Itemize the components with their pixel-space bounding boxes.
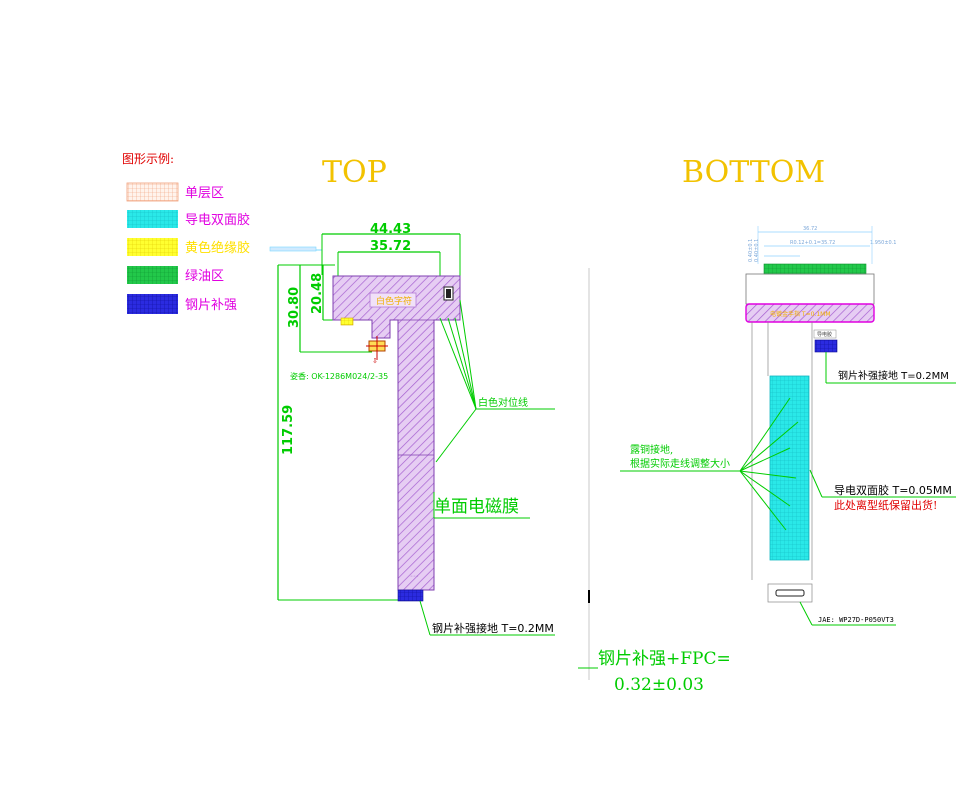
legend-label-steel-stiffener: 钢片补强 — [185, 298, 237, 313]
legend-swatch-green-oil — [127, 266, 178, 284]
bottom-head-label: 电镀金手指 T=0.1MM — [770, 310, 831, 318]
bottom-connector-leader — [799, 601, 813, 626]
dim-text-20: 20.48 — [310, 273, 325, 314]
bottom-note-stiffener: 钢片补强接地 T=0.2MM — [838, 369, 949, 382]
bottom-tape-leader — [809, 469, 823, 498]
top-yellow-tape — [340, 317, 354, 326]
bottom-note-copper-2: 根据实际走线调整大小 — [630, 457, 730, 470]
bdim-text-c: 1.950±0.1 — [870, 240, 896, 246]
top-head-component-inner — [446, 289, 451, 298]
dim-text-44: 44.43 — [370, 222, 411, 237]
bdim-side-1: 0.40±0.1 — [748, 239, 754, 262]
dim-text-117: 117.59 — [281, 405, 296, 455]
top-part-ref: 姿香: OK-1286M024/2-35 — [290, 371, 388, 381]
top-head-label-box — [369, 292, 417, 308]
top-small-label-box — [269, 246, 317, 252]
legend-swatch-single-layer — [126, 182, 179, 202]
center-section: 钢片补强+FPC= 0.32±0.03 — [578, 268, 731, 695]
bottom-copper-leaders — [620, 397, 799, 531]
top-note-stiffener: 钢片补强接地 T=0.2MM — [432, 622, 554, 635]
top-view: 44.43 35.72 117.59 30.80 20.48 白色字符 — [269, 222, 555, 636]
bdim-text-a: 36.72 — [803, 226, 817, 232]
center-note-line1: 钢片补强+FPC= — [598, 649, 731, 669]
top-note-align: 白色对位线 — [478, 396, 528, 409]
legend-label-yellow-insulation: 黄色绝缘胶 — [185, 240, 250, 256]
dim-text-35: 35.72 — [370, 239, 411, 254]
bottom-conductive-tape — [769, 375, 810, 561]
bdim-text-b: R0.12+0.1=35.72 — [790, 240, 835, 246]
bottom-outline-upper — [745, 273, 875, 305]
bottom-steel-stiffener — [814, 339, 838, 353]
bottom-note-connector: JAE: WP27D-P050VT3 — [818, 616, 894, 624]
bdim-side-2: 0.40±0.1 — [754, 239, 760, 262]
bottom-small-label: 导电胶 — [817, 331, 832, 338]
legend-label-green-oil: 绿油区 — [185, 269, 224, 284]
center-note-line2: 0.32±0.03 — [614, 675, 704, 695]
top-bottom-marker: ◦◦◦ — [410, 574, 419, 580]
bottom-heading: BOTTOM — [682, 155, 825, 190]
top-steel-stiffener — [397, 589, 424, 602]
bottom-green-oil — [763, 263, 867, 275]
bottom-view: 36.72 R0.12+0.1=35.72 1.950±0.1 0.40±0.1… — [620, 226, 956, 626]
top-tab-arrow-icon: ⇩ — [372, 357, 378, 365]
top-note-film: 单面电磁膜 — [434, 497, 519, 517]
top-stiffener-leader — [419, 600, 431, 636]
bottom-head — [745, 303, 875, 323]
bottom-small-box — [813, 329, 837, 339]
legend-swatch-yellow-insulation — [127, 238, 178, 256]
legend: 图形示例: 单层区 导电双面胶 黄色绝缘胶 绿油区 钢片补强 — [122, 152, 250, 314]
top-align-leaders — [435, 299, 555, 463]
legend-title: 图形示例: — [122, 152, 174, 166]
bottom-connector — [775, 589, 805, 597]
bottom-note-tape-1: 导电双面胶 T=0.05MM — [834, 483, 952, 497]
dim-text-30: 30.80 — [287, 287, 302, 328]
top-heading: TOP — [322, 155, 387, 190]
bottom-connector-outline — [767, 583, 813, 603]
top-head-label: 白色字符 — [376, 295, 412, 307]
legend-label-single-layer: 单层区 — [185, 186, 224, 201]
bottom-note-tape-2: 此处离型纸保留出货! — [834, 498, 937, 512]
legend-label-conductive-tape: 导电双面胶 — [185, 212, 250, 228]
legend-swatch-conductive-tape — [127, 210, 178, 228]
bottom-note-copper-1: 露铜接地, — [630, 443, 673, 456]
legend-swatch-steel-stiffener — [127, 294, 178, 314]
